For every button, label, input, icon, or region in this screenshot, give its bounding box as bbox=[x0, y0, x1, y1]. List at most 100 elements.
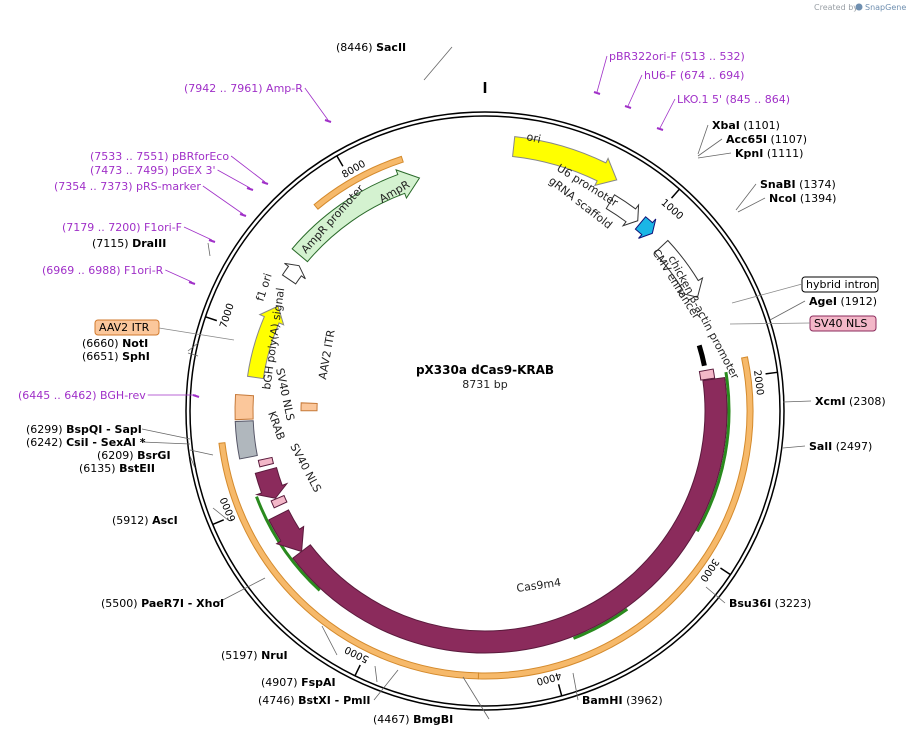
primer-mark bbox=[656, 127, 664, 131]
tick-mark bbox=[354, 664, 361, 677]
site-leader bbox=[141, 441, 191, 445]
orf-band-top-left bbox=[313, 155, 404, 210]
restriction-site-label: XbaI (1101) bbox=[712, 119, 780, 132]
primer-leader bbox=[217, 169, 251, 189]
primer-leader bbox=[165, 269, 193, 283]
restriction-site-label: BamHI (3962) bbox=[582, 694, 663, 707]
credit-prefix: Created by bbox=[814, 3, 858, 12]
primer-leader bbox=[596, 55, 608, 93]
site-leader bbox=[321, 625, 338, 656]
primer-leader bbox=[627, 74, 643, 107]
site-leader bbox=[572, 672, 579, 701]
restriction-site-label: (4746) BstXI - PmlI bbox=[258, 694, 370, 707]
primer-label: (7473 .. 7495) pGEX 3' bbox=[90, 164, 216, 177]
aav2-itr-box bbox=[94, 319, 160, 336]
restriction-site-label: KpnI (1111) bbox=[735, 147, 803, 160]
credit-brand: SnapGene bbox=[865, 3, 906, 12]
site-leader bbox=[216, 577, 266, 604]
f1ori-arrow bbox=[246, 305, 285, 380]
primer-mark bbox=[624, 105, 632, 109]
sv40-nls-1-segment bbox=[257, 456, 275, 468]
restriction-site-label: XcmI (2308) bbox=[815, 395, 886, 408]
tick-mark bbox=[212, 519, 225, 526]
restriction-site-label: Acc65I (1107) bbox=[726, 133, 807, 146]
tick-mark bbox=[765, 371, 778, 375]
primer-mark bbox=[208, 239, 216, 243]
sv40-nls-box bbox=[809, 315, 877, 332]
primer-mark bbox=[246, 187, 254, 191]
site-leader bbox=[374, 665, 378, 683]
hybrid-intron-arc bbox=[696, 344, 707, 367]
aav2-itr-feature bbox=[234, 393, 255, 421]
primer-label: (7354 .. 7373) pRS-marker bbox=[54, 180, 201, 193]
ampr-promoter-arrow bbox=[281, 262, 306, 285]
site-leader bbox=[207, 242, 211, 257]
snapgene-logo-icon bbox=[855, 3, 863, 11]
primer-label: (6445 .. 6462) BGH-rev bbox=[18, 389, 146, 402]
site-leader bbox=[735, 183, 757, 211]
restriction-site-label: (6651) SphI bbox=[82, 350, 150, 363]
tick-mark bbox=[720, 567, 731, 576]
backbone-inner bbox=[189, 115, 781, 707]
site-leader bbox=[697, 152, 732, 159]
restriction-site-label: (6135) BstEII bbox=[79, 462, 155, 475]
tick-mark bbox=[557, 684, 563, 697]
tick-mark bbox=[670, 188, 681, 199]
aav2-itr-box-label: AAV2 ITR bbox=[99, 321, 150, 334]
orf-band-bottom-left bbox=[218, 442, 480, 680]
u6-promoter-arrow bbox=[605, 194, 640, 227]
plasmid-name: pX330a dCas9-KRAB bbox=[416, 363, 554, 377]
primer-leader bbox=[202, 185, 244, 215]
primer-label: LKO.1 5' (845 .. 864) bbox=[677, 93, 790, 106]
restriction-site-label: SalI (2497) bbox=[809, 440, 872, 453]
primer-mark bbox=[324, 119, 332, 123]
feature-label-f1ori: f1 ori bbox=[253, 272, 274, 303]
site-leader bbox=[769, 300, 806, 321]
site-leader bbox=[189, 455, 196, 469]
site-leader bbox=[737, 197, 766, 213]
primer-label: (7179 .. 7200) F1ori-F bbox=[62, 221, 182, 234]
site-leader bbox=[187, 352, 199, 357]
primer-label: (6969 .. 6988) F1ori-R bbox=[42, 264, 164, 277]
site-leader bbox=[423, 46, 453, 81]
ampr-arrow bbox=[291, 169, 421, 263]
primer-leader bbox=[304, 87, 329, 121]
sv40-nls-2-segment bbox=[270, 494, 288, 509]
orf-arrow-left bbox=[255, 496, 321, 592]
hybrid-intron-label: hybrid intron bbox=[806, 278, 877, 291]
primer-label: hU6-F (674 .. 694) bbox=[644, 69, 744, 82]
restriction-site-label: (4907) FspAI bbox=[261, 676, 336, 689]
site-leader bbox=[373, 669, 399, 701]
sv40-nls-box-label: SV40 NLS bbox=[814, 317, 867, 330]
restriction-site-label: (6299) BspQI - SapI bbox=[26, 423, 142, 436]
site-leader bbox=[141, 428, 191, 440]
feature-label-aav2-itr: AAV2 ITR bbox=[316, 328, 338, 380]
tick-mark bbox=[205, 316, 218, 322]
primer-mark bbox=[261, 181, 269, 185]
site-leader bbox=[705, 586, 726, 604]
primer-mark bbox=[192, 394, 200, 398]
primer-mark bbox=[188, 281, 196, 285]
restriction-site-label: (6209) BsrGI bbox=[97, 449, 171, 462]
orf-arrow-right bbox=[695, 371, 731, 533]
primer-mark bbox=[593, 91, 601, 95]
restriction-site-label: NcoI (1394) bbox=[769, 192, 836, 205]
krab-arrow bbox=[254, 466, 289, 499]
hybrid-intron-box bbox=[801, 276, 879, 293]
restriction-site-label: (5912) AscI bbox=[112, 514, 178, 527]
sv40-nls-leader bbox=[729, 322, 811, 325]
tick-label: 7000 bbox=[218, 302, 237, 330]
grna-scaffold-arrow bbox=[634, 216, 657, 239]
site-leader bbox=[782, 400, 812, 403]
tick-label: 1000 bbox=[659, 197, 685, 222]
restriction-site-label: (8446) SacII bbox=[336, 41, 406, 54]
site-leader bbox=[189, 449, 214, 456]
site-leader bbox=[697, 138, 723, 157]
cas9-arrow-head bbox=[268, 509, 305, 553]
backbone-outer bbox=[185, 111, 785, 711]
site-leader bbox=[462, 676, 490, 720]
feature-label-sv40-nls-2: SV40 NLS bbox=[287, 441, 324, 494]
primer-leader bbox=[183, 226, 213, 241]
sv40-nls-segment bbox=[698, 368, 716, 381]
tick-mark bbox=[336, 155, 344, 167]
